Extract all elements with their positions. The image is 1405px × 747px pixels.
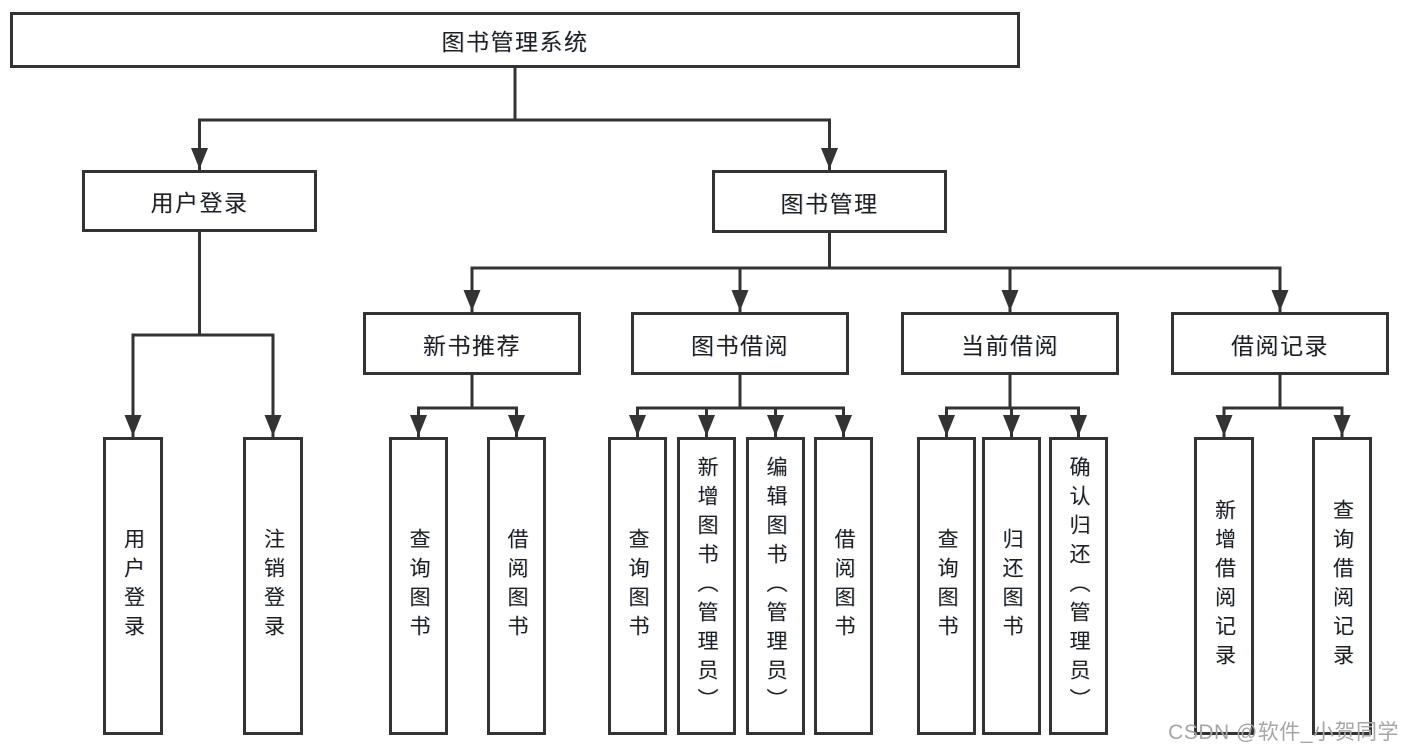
node-label: 归还图书 — [1000, 528, 1023, 644]
node-rec-borrow-book: 借阅图书 — [487, 437, 546, 735]
node-br-query-record: 查询借阅记录 — [1312, 437, 1372, 735]
node-bb-query-book: 查询图书 — [608, 437, 667, 735]
node-book-mgmt: 图书管理 — [712, 170, 947, 233]
node-rec-query-book: 查询图书 — [389, 437, 448, 735]
node-cb-query-book: 查询图书 — [917, 437, 976, 735]
node-bb-borrow-book: 借阅图书 — [814, 437, 873, 735]
node-logout: 注销登录 — [243, 437, 303, 735]
node-bb-edit-book: 编辑图书（管理员） — [746, 437, 805, 735]
node-user-login-group: 用户登录 — [82, 170, 317, 232]
node-bb-add-book: 新增图书（管理员） — [677, 437, 736, 735]
node-cb-confirm-return: 确认归还（管理员） — [1049, 437, 1108, 735]
node-label: 图书管理 — [780, 190, 879, 217]
watermark: CSDN @软件_小贺同学 — [1168, 721, 1399, 744]
node-label: 编辑图书（管理员） — [764, 455, 787, 717]
node-label: 查询图书 — [935, 528, 958, 644]
node-book-borrow: 图书借阅 — [631, 312, 849, 375]
node-label: 当前借阅 — [961, 332, 1059, 359]
node-label: 新增借阅记录 — [1212, 499, 1236, 673]
node-borrow-record: 借阅记录 — [1171, 312, 1389, 375]
node-cb-return-book: 归还图书 — [982, 437, 1041, 735]
node-label: 查询借阅记录 — [1330, 499, 1354, 673]
node-label: 借阅图书 — [505, 528, 528, 644]
node-root: 图书管理系统 — [10, 12, 1020, 68]
node-current-borrow: 当前借阅 — [901, 312, 1119, 375]
node-br-add-record: 新增借阅记录 — [1194, 437, 1254, 735]
node-label: 确认归还（管理员） — [1067, 455, 1090, 717]
node-label: 查询图书 — [407, 528, 430, 644]
node-label: 注销登录 — [261, 528, 285, 644]
node-label: 借阅记录 — [1231, 332, 1329, 359]
node-label: 新增图书（管理员） — [695, 455, 718, 717]
node-label: 图书管理系统 — [441, 29, 589, 55]
node-login: 用户登录 — [103, 437, 163, 735]
node-label: 用户登录 — [150, 190, 249, 216]
node-label: 查询图书 — [626, 528, 649, 644]
node-new-book-rec: 新书推荐 — [363, 312, 581, 375]
node-label: 借阅图书 — [832, 528, 855, 644]
node-label: 图书借阅 — [691, 332, 789, 359]
node-label: 用户登录 — [121, 528, 145, 644]
node-label: 新书推荐 — [423, 332, 521, 359]
